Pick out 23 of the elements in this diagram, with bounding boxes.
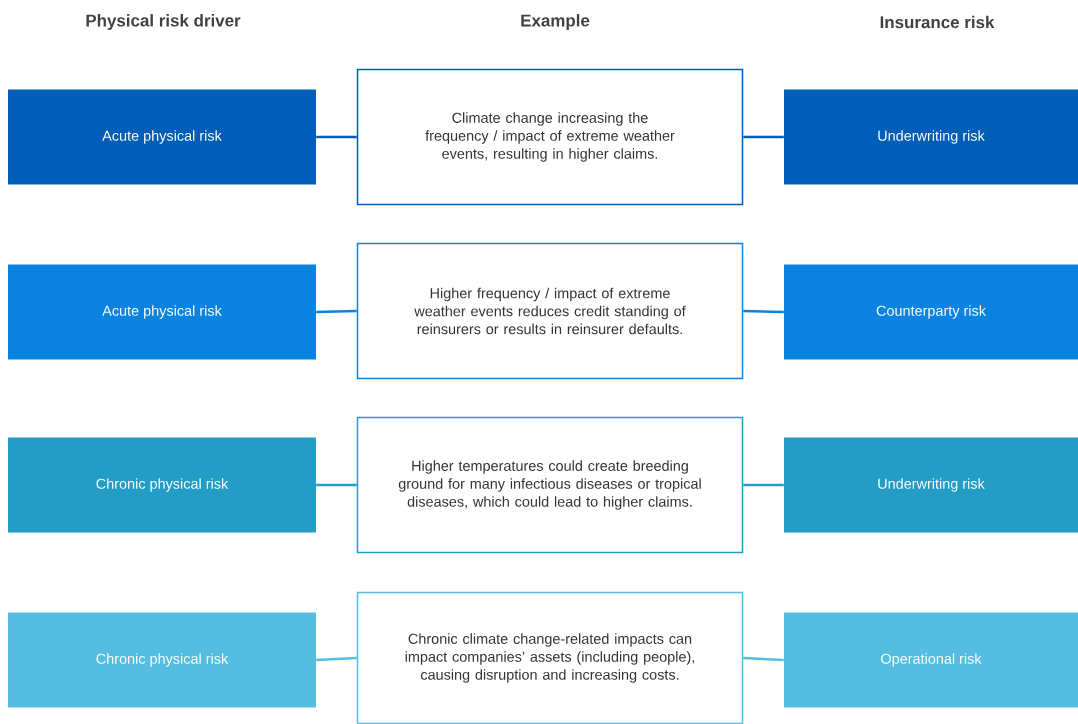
connector-line <box>743 656 784 662</box>
example-box: Climate change increasing the frequency / impact of extreme weather events, resulting in higher claims. <box>356 68 744 206</box>
example-box: Higher frequency / impact of extreme weather events reduces credit standing of reinsurers or results in reinsurer defaults. <box>356 242 744 380</box>
connector-line <box>316 309 357 314</box>
example-box: Chronic climate change-related impacts can impact companies’ assets (including people), causing disruption and increasing costs. <box>356 591 744 724</box>
connector-line <box>316 656 357 662</box>
column-heading: Physical risk driver <box>86 14 241 30</box>
risk-box: Chronic physical risk <box>8 437 316 533</box>
risk-box: Underwriting risk <box>784 89 1078 185</box>
risk-box: Operational risk <box>784 612 1078 708</box>
example-box: Higher temperatures could create breeding ground for many infectious diseases or tropical diseases, which could lead to higher claims. <box>356 416 744 554</box>
risk-box: Counterparty risk <box>784 264 1078 360</box>
risk-box: Acute physical risk <box>8 89 316 185</box>
risk-box: Underwriting risk <box>784 437 1078 533</box>
connector-line <box>743 135 784 139</box>
risk-box: Acute physical risk <box>8 264 316 360</box>
connector-line <box>743 483 784 487</box>
connector-line <box>743 309 784 314</box>
connector-line <box>316 483 357 487</box>
column-heading: Example <box>521 14 590 30</box>
column-heading: Insurance risk <box>880 15 995 29</box>
connector-line <box>316 135 357 139</box>
risk-box: Chronic physical risk <box>8 612 316 708</box>
